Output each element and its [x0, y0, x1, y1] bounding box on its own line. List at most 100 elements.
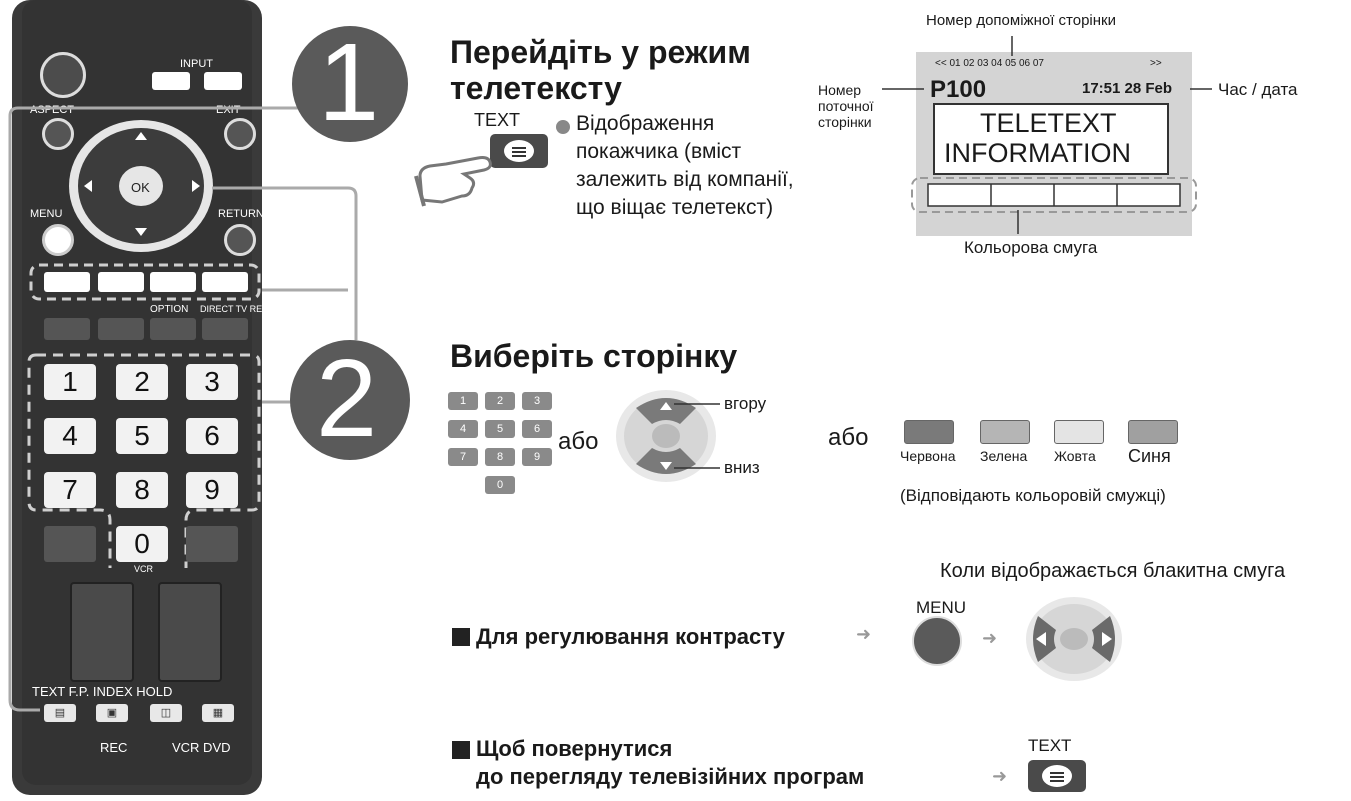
dpad-up-down-icon: [616, 390, 720, 482]
bullet-icon: [556, 120, 570, 134]
menu-button-icon: [912, 616, 962, 666]
blue-key[interactable]: [202, 272, 248, 292]
key-6[interactable]: 6: [186, 418, 238, 454]
arrow-icon-2: ➜: [982, 628, 998, 648]
key-9[interactable]: 9: [186, 472, 238, 508]
subpage-arrow: >>: [1150, 58, 1162, 69]
text-button: [490, 134, 548, 168]
subpage-label: Номер допоміжної сторінки: [926, 12, 1116, 29]
num-tile-1: 1: [448, 392, 478, 410]
input-label: INPUT: [180, 58, 213, 70]
teletext-lines: [882, 36, 1212, 236]
vcr-dvd-label: VCR DVD: [172, 740, 231, 755]
dpad-left-right-icon: [1026, 597, 1122, 681]
key-1[interactable]: 1: [44, 364, 96, 400]
menu-label: MENU: [30, 208, 63, 220]
blue-name: Синя: [1128, 446, 1171, 466]
num-tile-7: 7: [448, 448, 478, 466]
menu-button[interactable]: [42, 224, 74, 256]
key-5[interactable]: 5: [116, 418, 168, 454]
tv-button[interactable]: [152, 72, 190, 90]
remote-control: INPUT ASPECT EXIT OK MENU RETURN OPTION …: [0, 0, 270, 801]
step-1-desc-4: що віщає телетекст): [576, 196, 774, 219]
input-button[interactable]: [204, 72, 242, 90]
power-button[interactable]: [40, 52, 86, 98]
yellow-swatch: [1054, 420, 1104, 444]
key-0[interactable]: 0: [116, 526, 168, 562]
num-tile-2: 2: [485, 392, 515, 410]
direct-tv-rec-button[interactable]: [202, 318, 248, 340]
color-keys-outline: [29, 263, 261, 301]
arrow-icon-3: ➜: [992, 766, 1008, 786]
bullet-square-2: [452, 741, 470, 759]
current-page-label-3: сторінки: [818, 114, 872, 130]
exit-button[interactable]: [224, 118, 256, 150]
step-1-desc-3: залежить від компанії,: [576, 168, 794, 191]
direct-tv-rec-label: DIRECT TV REC: [200, 304, 269, 314]
page-number: P100: [930, 76, 987, 103]
return-label: RETURN: [218, 208, 264, 220]
current-page-label-2: поточної: [818, 98, 874, 114]
back-line-1: Щоб повернутися: [476, 736, 673, 761]
subpage-numbers: << 01 02 03 04 05 06 07: [935, 58, 1044, 69]
volume-rocker[interactable]: [70, 582, 134, 682]
step-2-heading: Виберіть сторінку: [450, 338, 738, 374]
option-button[interactable]: [150, 318, 196, 340]
yellow-name: Жовта: [1054, 448, 1096, 464]
blue-swatch: [1128, 420, 1178, 444]
time-date-label: Час / дата: [1218, 80, 1298, 99]
gray-key-1[interactable]: [44, 318, 90, 340]
colors-note: (Відповідають кольоровій смужці): [900, 486, 1166, 505]
contrast-menu-label: MENU: [916, 598, 967, 617]
numpad-outline: [27, 353, 261, 568]
key-2[interactable]: 2: [116, 364, 168, 400]
num-tile-0: 0: [485, 476, 515, 494]
back-text-button: [1028, 760, 1086, 792]
or-label-2: або: [828, 424, 869, 451]
fp-key[interactable]: ▣: [96, 704, 128, 722]
text-key[interactable]: ▤: [44, 704, 76, 722]
pointing-hand-icon: [414, 156, 492, 207]
index-key[interactable]: ◫: [150, 704, 182, 722]
up-label: вгору: [724, 394, 767, 413]
return-button[interactable]: [224, 224, 256, 256]
gray-key-2[interactable]: [98, 318, 144, 340]
step-1-desc-1: Відображення: [576, 112, 715, 135]
rec-label: REC: [100, 740, 128, 755]
num-tile-9: 9: [522, 448, 552, 466]
callout-lines: [8, 26, 410, 712]
red-name: Червона: [900, 448, 956, 464]
red-swatch: [904, 420, 954, 444]
key-4[interactable]: 4: [44, 418, 96, 454]
step-1-heading-line2: телетексту: [450, 70, 622, 106]
aspect-button[interactable]: [42, 118, 74, 150]
step-1-number: 1: [318, 21, 380, 144]
current-page-label-1: Номер: [818, 82, 862, 98]
yellow-key[interactable]: [150, 272, 196, 292]
key-3[interactable]: 3: [186, 364, 238, 400]
ok-label[interactable]: OK: [131, 180, 150, 195]
time-date: 17:51 28 Feb: [1082, 80, 1173, 97]
green-key[interactable]: [98, 272, 144, 292]
green-name: Зелена: [980, 448, 1028, 464]
num-tile-4: 4: [448, 420, 478, 438]
key-8[interactable]: 8: [116, 472, 168, 508]
step-1-heading-line1: Перейдіть у режим: [450, 34, 751, 70]
bullet-square-1: [452, 628, 470, 646]
dpad: [69, 120, 213, 252]
text-key-label: TEXT: [474, 110, 521, 130]
option-label: OPTION: [150, 304, 189, 315]
num-tile-6: 6: [522, 420, 552, 438]
channel-rocker[interactable]: [158, 582, 222, 682]
right-gray-key[interactable]: [186, 526, 238, 562]
or-label-1: або: [558, 428, 599, 455]
key-7[interactable]: 7: [44, 472, 96, 508]
left-gray-key[interactable]: [44, 526, 96, 562]
red-key[interactable]: [44, 272, 90, 292]
back-line-2: до перегляду телевізійних програм: [476, 764, 865, 789]
vcr-label: VCR: [134, 564, 154, 574]
down-label: вниз: [724, 458, 760, 477]
num-tile-5: 5: [485, 420, 515, 438]
arrow-icon-1: ➜: [856, 624, 872, 644]
hold-key[interactable]: ▦: [202, 704, 234, 722]
